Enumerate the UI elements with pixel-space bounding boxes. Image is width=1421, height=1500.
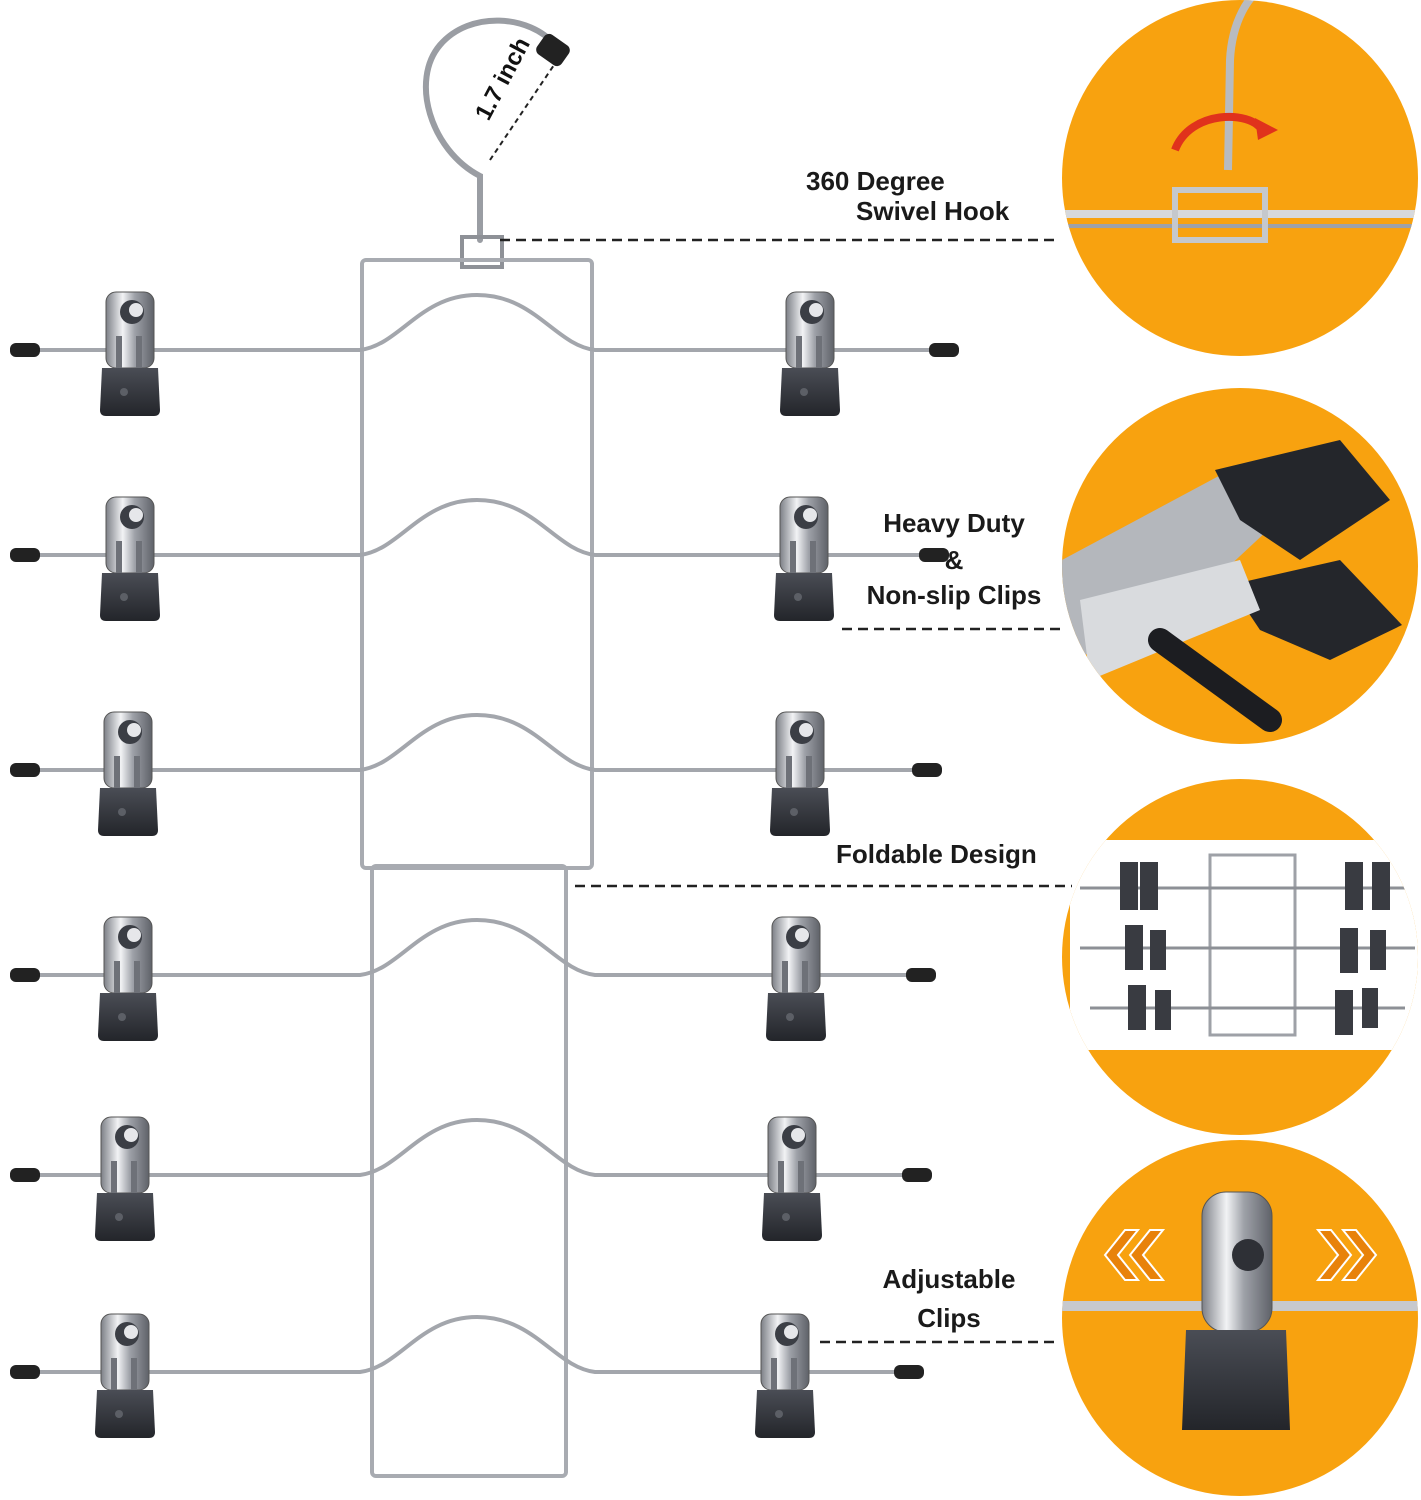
trouser-clip (97, 916, 159, 1042)
bar-end-cap (912, 763, 942, 777)
bar-end-cap (10, 1365, 40, 1379)
feature-label-adjustable-line2: Clips (917, 1303, 981, 1333)
hanger-frame (360, 258, 594, 1478)
bar-end-cap (10, 343, 40, 357)
bar-end-cap (894, 1365, 924, 1379)
trouser-clip (94, 1313, 156, 1439)
trouser-clip (779, 291, 841, 417)
bar-end-cap (919, 548, 949, 562)
trouser-clip (773, 496, 835, 622)
trouser-clip (94, 1116, 156, 1242)
bar-end-cap (902, 1168, 932, 1182)
hanger-bar (20, 1314, 910, 1374)
feature-label-swivel-line2: Swivel Hook (856, 196, 1010, 226)
feature-label-clips-line3: Non-slip Clips (866, 580, 1042, 610)
bar-end-cap (10, 1168, 40, 1182)
trouser-clip (765, 916, 827, 1042)
detail-adjustable (1062, 1140, 1418, 1496)
bar-end-cap (10, 548, 40, 562)
feature-label-clips-line2: & (944, 545, 964, 575)
trouser-clip (99, 291, 161, 417)
feature-label-clips-line1: Heavy Duty (883, 508, 1025, 538)
trouser-clip (761, 1116, 823, 1242)
hanger-bar (20, 292, 945, 352)
detail-foldable (1062, 779, 1418, 1135)
bar-end-cap (10, 968, 40, 982)
detail-heavy-duty-clips (1062, 388, 1418, 744)
hanger-bar (20, 1117, 918, 1177)
trouser-clip (99, 496, 161, 622)
hanger-bar (20, 917, 922, 977)
leader-lines (500, 238, 1072, 1344)
swivel-hook (423, 17, 570, 269)
trouser-clip (754, 1313, 816, 1439)
bar-end-cap (906, 968, 936, 982)
feature-label-adjustable-line1: Adjustable (882, 1264, 1016, 1294)
bar-end-cap (929, 343, 959, 357)
bar-end-cap (10, 763, 40, 777)
detail-swivel-hook (1062, 0, 1418, 356)
feature-label-swivel-line1: 360 Degree (806, 166, 945, 196)
feature-label-foldable: Foldable Design (836, 839, 1037, 869)
hanger-bar (20, 712, 928, 772)
trouser-clip (97, 711, 159, 837)
trouser-clip (769, 711, 831, 837)
hanger-bars (10, 291, 959, 1439)
hanger-bar (20, 497, 935, 557)
